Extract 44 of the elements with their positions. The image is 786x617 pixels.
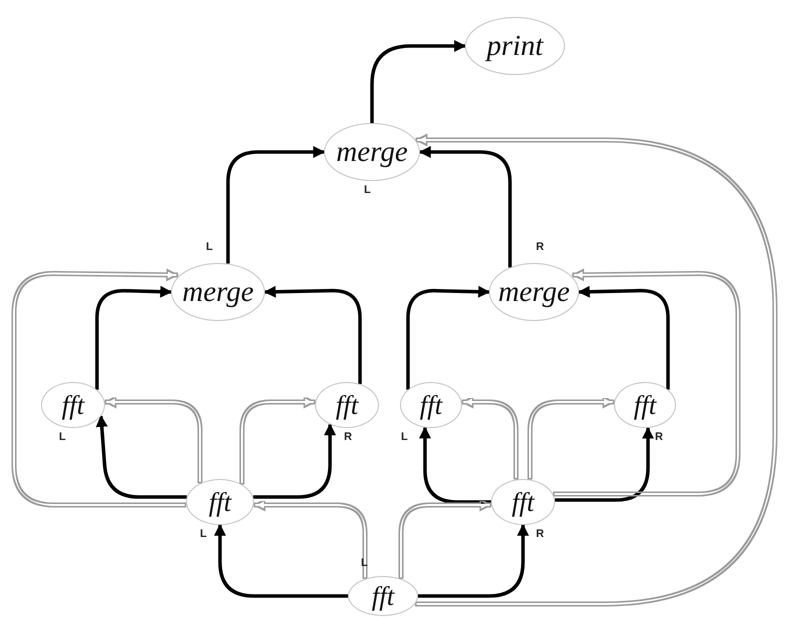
hollow-arrow: [252, 498, 368, 579]
arrow: [554, 426, 654, 502]
node-label: fft: [634, 392, 656, 418]
arrow: [406, 286, 490, 390]
branch-label: R: [655, 432, 663, 443]
node-label: fft: [420, 392, 442, 418]
arrow: [419, 426, 491, 504]
branch-label: L: [59, 432, 66, 443]
arrow: [95, 286, 172, 390]
branch-label: R: [536, 242, 544, 253]
node-label: merge: [336, 138, 408, 166]
hollow-arrow: [460, 396, 518, 480]
node-label: fft: [208, 488, 232, 516]
branch-label: R: [344, 432, 352, 443]
arrow: [418, 524, 529, 598]
branch-label: L: [206, 242, 213, 253]
node-label: fft: [62, 392, 84, 418]
process-ellipse: [41, 382, 105, 428]
arrow: [578, 286, 670, 390]
branch-label: L: [361, 558, 368, 569]
branch-label: L: [364, 185, 371, 196]
hollow-arrow: [553, 268, 740, 496]
node-label: print: [486, 32, 544, 60]
branch-label: L: [401, 432, 408, 443]
hollow-arrow: [240, 396, 317, 484]
node-label: fft: [336, 392, 358, 418]
arrow: [370, 40, 466, 123]
hollow-arrow: [528, 396, 616, 480]
hollow-arrow: [398, 498, 493, 579]
node-label: fft: [372, 582, 394, 610]
hollow-arrow: [414, 134, 778, 606]
branch-label: L: [200, 529, 207, 540]
arrow: [418, 146, 512, 268]
hollow-arrow: [103, 396, 202, 484]
hollow-arrow: [12, 268, 186, 508]
node-label: fft: [512, 488, 534, 516]
arrow: [264, 286, 362, 384]
node-label: merge: [182, 278, 254, 306]
branch-label: R: [536, 529, 544, 540]
arrow: [214, 524, 348, 598]
node-label: merge: [498, 278, 570, 306]
arrow: [226, 146, 326, 264]
arrow: [96, 414, 187, 499]
arrow: [253, 423, 336, 499]
